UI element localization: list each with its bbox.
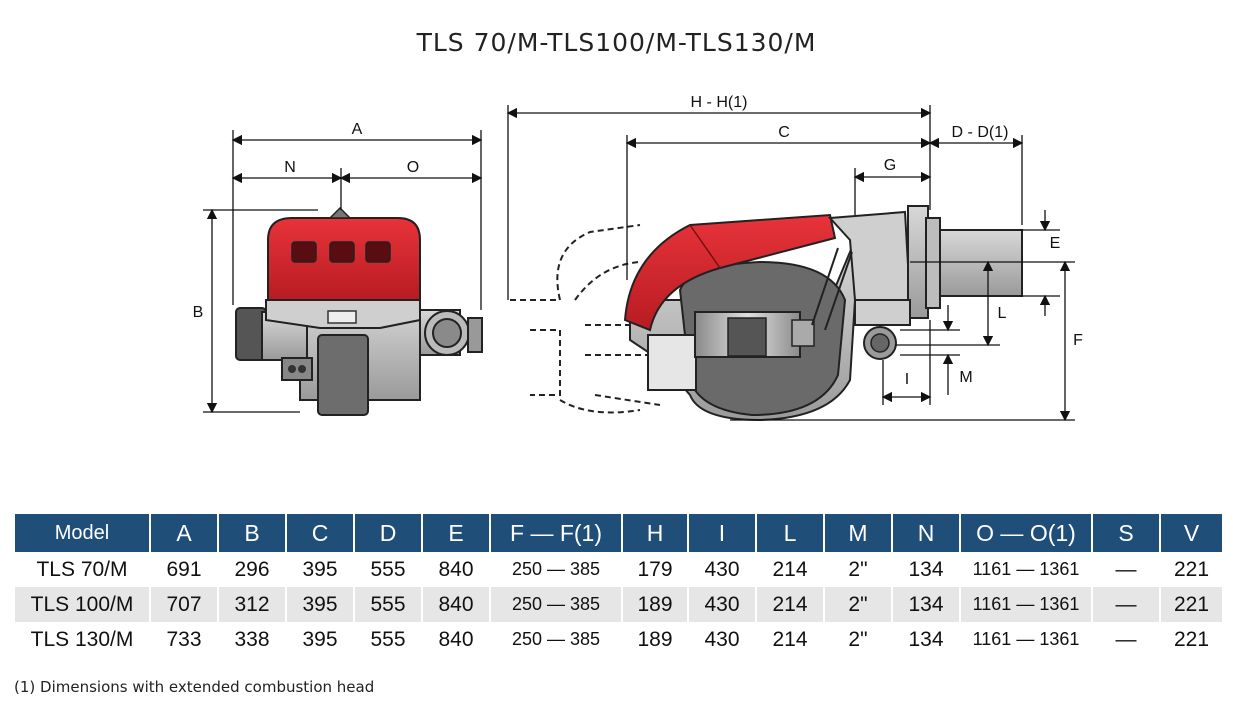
table-cell: 312 bbox=[217, 587, 286, 622]
table-cell: 189 bbox=[621, 587, 688, 622]
table-cell: TLS 100/M bbox=[15, 587, 150, 622]
dim-label-c: C bbox=[778, 124, 790, 141]
col-header: S bbox=[1091, 514, 1160, 552]
dim-label-h-h1: H - H(1) bbox=[691, 94, 748, 111]
table-cell: 134 bbox=[891, 622, 960, 657]
table-cell: 250 — 385 bbox=[489, 622, 622, 657]
table-cell: 395 bbox=[285, 587, 354, 622]
col-header: C bbox=[285, 514, 354, 552]
table-cell: 134 bbox=[891, 552, 960, 587]
table-cell: 179 bbox=[621, 552, 688, 587]
table-cell: 1161 — 1361 bbox=[959, 552, 1092, 587]
dim-label-b: B bbox=[193, 304, 204, 321]
col-header: V bbox=[1159, 514, 1222, 552]
table-cell: 555 bbox=[353, 552, 422, 587]
col-header: M bbox=[823, 514, 892, 552]
table-cell: 2" bbox=[823, 587, 892, 622]
table-cell: 395 bbox=[285, 552, 354, 587]
dim-label-m: M bbox=[959, 369, 972, 386]
col-header: O — O(1) bbox=[959, 514, 1092, 552]
table-cell: 430 bbox=[687, 587, 756, 622]
col-header: A bbox=[149, 514, 218, 552]
dim-label-i: I bbox=[905, 371, 909, 388]
table-cell: TLS 130/M bbox=[15, 622, 150, 657]
table-cell: 338 bbox=[217, 622, 286, 657]
dimensions-table: Model A B C D E F — F(1) H I L M N O — O… bbox=[15, 514, 1222, 657]
table-row: TLS 130/M 733 338 395 555 840 250 — 385 … bbox=[15, 622, 1222, 657]
col-header: N bbox=[891, 514, 960, 552]
dim-label-d-d1: D - D(1) bbox=[952, 124, 1009, 141]
table-cell: — bbox=[1091, 552, 1160, 587]
table-cell: 189 bbox=[621, 622, 688, 657]
front-view-burner bbox=[235, 206, 483, 416]
table-cell: 840 bbox=[421, 552, 490, 587]
col-header: D bbox=[353, 514, 422, 552]
table-cell: — bbox=[1091, 622, 1160, 657]
col-header: E bbox=[421, 514, 490, 552]
table-cell: TLS 70/M bbox=[15, 552, 150, 587]
table-cell: 430 bbox=[687, 622, 756, 657]
col-header: F — F(1) bbox=[489, 514, 622, 552]
table-cell: 221 bbox=[1159, 552, 1222, 587]
table-cell: 1161 — 1361 bbox=[959, 622, 1092, 657]
dim-label-e: E bbox=[1050, 235, 1061, 252]
table-cell: 214 bbox=[755, 552, 824, 587]
side-view-burner bbox=[510, 205, 1023, 422]
table-cell: 733 bbox=[149, 622, 218, 657]
dim-label-l: L bbox=[998, 305, 1007, 322]
dim-label-o: O bbox=[407, 159, 419, 176]
table-cell: 221 bbox=[1159, 622, 1222, 657]
footnote: (1) Dimensions with extended combustion … bbox=[14, 678, 375, 696]
table-cell: 691 bbox=[149, 552, 218, 587]
table-cell: 134 bbox=[891, 587, 960, 622]
col-header: L bbox=[755, 514, 824, 552]
table-row: TLS 70/M 691 296 395 555 840 250 — 385 1… bbox=[15, 552, 1222, 587]
table-cell: 250 — 385 bbox=[489, 587, 622, 622]
table-cell: 555 bbox=[353, 587, 422, 622]
table-header-row: Model A B C D E F — F(1) H I L M N O — O… bbox=[15, 514, 1222, 552]
table-row: TLS 100/M 707 312 395 555 840 250 — 385 … bbox=[15, 587, 1222, 622]
table-cell: 221 bbox=[1159, 587, 1222, 622]
burner-dimension-drawing: A N O B bbox=[193, 94, 1083, 422]
col-header: B bbox=[217, 514, 286, 552]
table-cell: 250 — 385 bbox=[489, 552, 622, 587]
side-view-dimensions bbox=[506, 105, 1075, 422]
col-header: I bbox=[687, 514, 756, 552]
table-cell: 395 bbox=[285, 622, 354, 657]
table-cell: 2" bbox=[823, 552, 892, 587]
table-cell: 555 bbox=[353, 622, 422, 657]
table-cell: 840 bbox=[421, 587, 490, 622]
dim-label-a: A bbox=[352, 121, 363, 138]
page-title: TLS 70/M-TLS100/M-TLS130/M bbox=[416, 28, 817, 57]
table-cell: 707 bbox=[149, 587, 218, 622]
dim-label-n: N bbox=[284, 159, 296, 176]
front-view-dimensions bbox=[203, 130, 483, 414]
table-cell: 1161 — 1361 bbox=[959, 587, 1092, 622]
table-cell: 214 bbox=[755, 587, 824, 622]
table-cell: 2" bbox=[823, 622, 892, 657]
col-header: H bbox=[621, 514, 688, 552]
dim-label-f: F bbox=[1073, 332, 1083, 349]
table-cell: — bbox=[1091, 587, 1160, 622]
table-cell: 430 bbox=[687, 552, 756, 587]
table-cell: 840 bbox=[421, 622, 490, 657]
table-cell: 296 bbox=[217, 552, 286, 587]
table-cell: 214 bbox=[755, 622, 824, 657]
dim-label-g: G bbox=[884, 157, 896, 174]
col-header: Model bbox=[15, 514, 150, 552]
